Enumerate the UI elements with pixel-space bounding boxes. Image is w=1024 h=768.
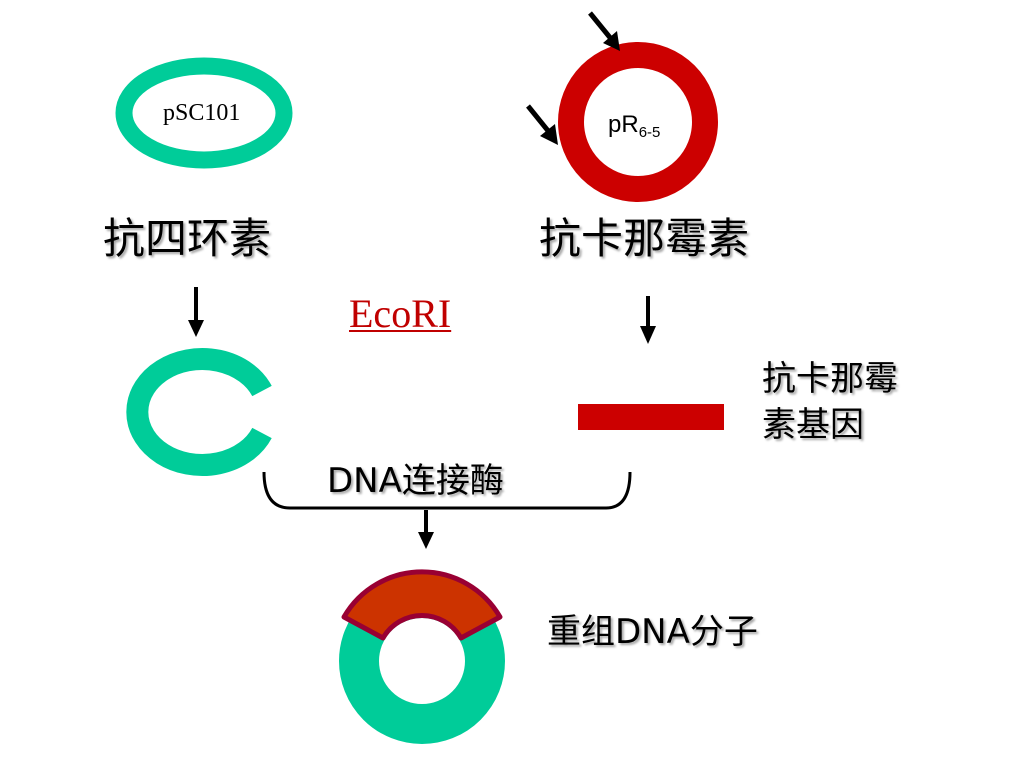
linearized-psc101 [126, 348, 272, 476]
ecori-enzyme-label: EcoRI [349, 291, 452, 336]
pr65-label-subscript: 6-5 [638, 124, 661, 141]
ligation-bracket [262, 471, 632, 510]
down-arrow-left [188, 287, 204, 337]
kanamycin-resistance-label: 抗卡那霉素 [539, 214, 750, 263]
pr65-plasmid-ring [558, 42, 718, 202]
down-arrow-bottom [418, 510, 434, 549]
cut-site-arrow-top [588, 11, 620, 51]
recombinant-dna-molecule [339, 569, 505, 744]
pr65-label-base: pR [608, 111, 639, 138]
recombinant-dna-label: 重组DNA分子 [547, 612, 758, 652]
tetracycline-resistance-label: 抗四环素 [103, 214, 272, 263]
cut-site-arrow-left [526, 104, 558, 145]
kanamycin-gene-label-line2: 素基因 [762, 405, 864, 445]
psc101-label: pSC101 [163, 100, 241, 126]
pr65-label: pR6-5 [608, 111, 661, 141]
psc101-plasmid-ring [115, 57, 293, 169]
recombinant-insert [341, 569, 503, 641]
down-arrow-right [640, 296, 656, 344]
kanamycin-gene-label-line1: 抗卡那霉 [762, 359, 898, 399]
dna-ligase-label: DNA连接酶 [327, 461, 504, 501]
kanamycin-gene-fragment [578, 404, 724, 430]
